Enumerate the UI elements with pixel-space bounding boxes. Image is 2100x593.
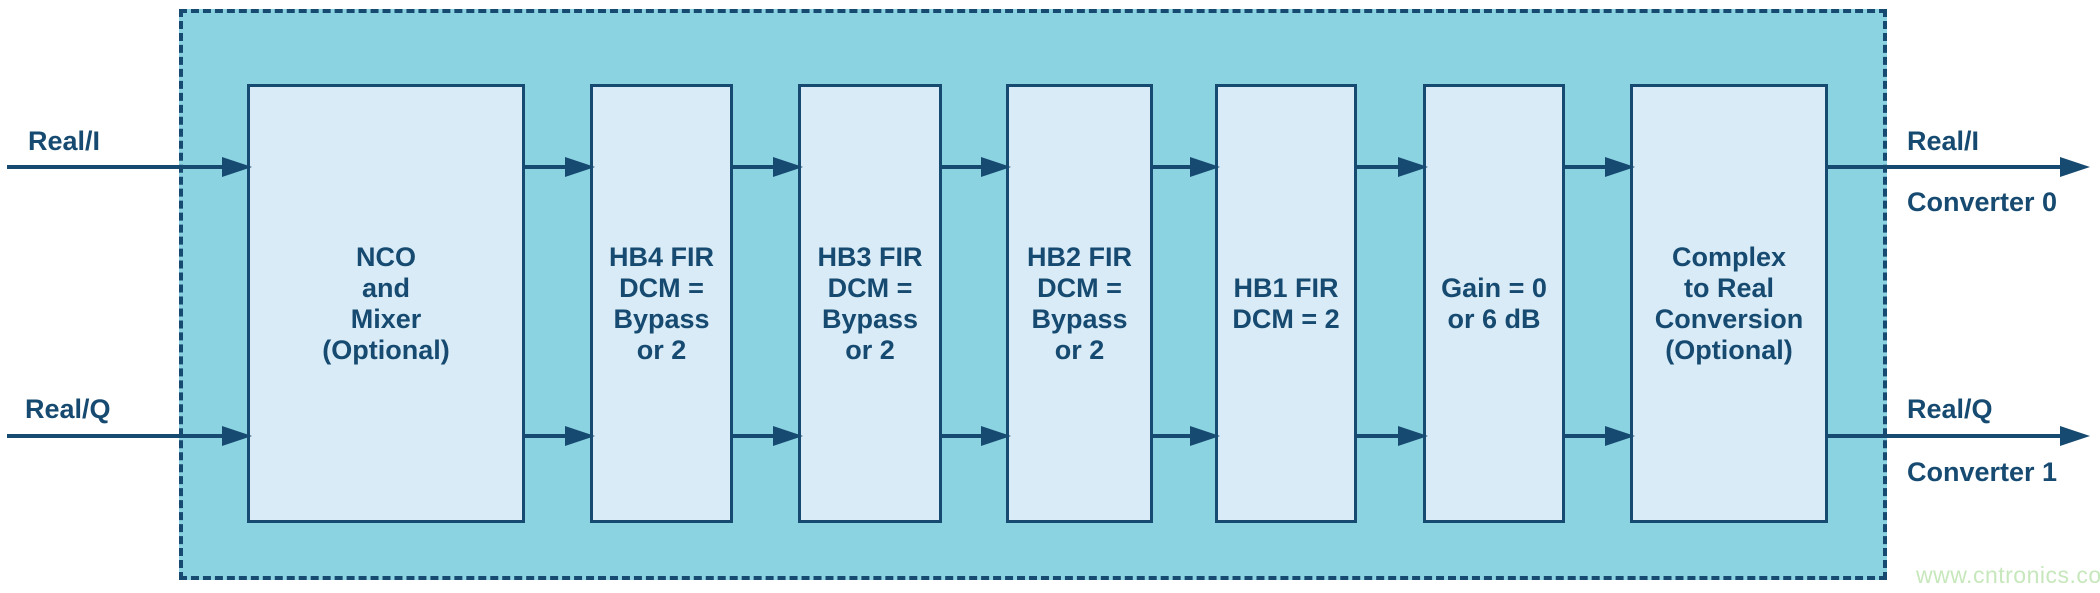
input-arrow-real-i [7,165,222,169]
output-arrow-real-i [1828,165,2060,169]
output-label-converter-0: Converter 0 [1907,187,2058,217]
arrow-top-gain-to-c2r [1565,165,1605,169]
input-arrow-real-q [7,434,222,438]
input-label-real-i: Real/I [28,126,101,156]
arrow-bottom-nco-to-hb4 [525,434,565,438]
output-label-real-i: Real/I [1907,126,1980,156]
block-gain-label: Gain = 0 or 6 dB [1441,272,1547,334]
block-hb1-fir: HB1 FIR DCM = 2 [1215,84,1357,523]
block-hb3-fir-label: HB3 FIR DCM = Bypass or 2 [817,241,923,365]
arrow-top-nco-to-hb4 [525,165,565,169]
block-hb1-fir-label: HB1 FIR DCM = 2 [1232,272,1340,334]
block-nco-mixer-label: NCO and Mixer (Optional) [322,241,450,365]
arrow-bottom-hb1-to-gain [1357,434,1398,438]
arrow-bottom-gain-to-c2r [1565,434,1605,438]
arrow-bottom-hb3-to-hb2 [942,434,981,438]
arrow-top-hb2-to-hb1 [1153,165,1190,169]
arrow-bottom-hb2-to-hb1 [1153,434,1190,438]
block-nco-mixer: NCO and Mixer (Optional) [247,84,525,523]
block-hb2-fir-label: HB2 FIR DCM = Bypass or 2 [1026,241,1132,365]
block-complex-to-real-label: Complex to Real Conversion (Optional) [1654,241,1804,365]
block-hb3-fir: HB3 FIR DCM = Bypass or 2 [798,84,942,523]
output-label-real-q: Real/Q [1907,394,1993,424]
block-complex-to-real: Complex to Real Conversion (Optional) [1630,84,1828,523]
block-hb4-fir: HB4 FIR DCM = Bypass or 2 [590,84,733,523]
arrow-top-hb4-to-hb3 [733,165,773,169]
block-gain: Gain = 0 or 6 dB [1423,84,1565,523]
arrow-bottom-hb4-to-hb3 [733,434,773,438]
watermark: www.cntronics.com [1916,562,2100,588]
output-arrow-real-q [1828,434,2060,438]
block-hb4-fir-label: HB4 FIR DCM = Bypass or 2 [608,241,714,365]
input-label-real-q: Real/Q [25,394,111,424]
arrow-top-hb3-to-hb2 [942,165,981,169]
output-label-converter-1: Converter 1 [1907,457,2058,487]
block-hb2-fir: HB2 FIR DCM = Bypass or 2 [1006,84,1153,523]
arrow-top-hb1-to-gain [1357,165,1398,169]
